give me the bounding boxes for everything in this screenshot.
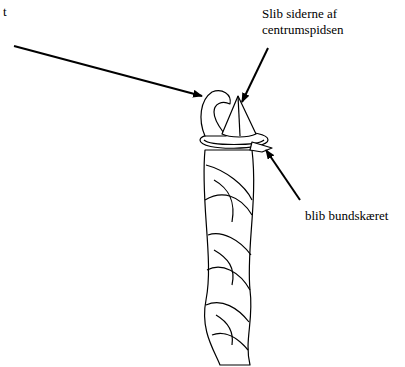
- bottom-cutter: [250, 142, 272, 152]
- cutoff-label: t: [3, 4, 7, 20]
- spiral-flute: [205, 165, 252, 350]
- spiral-flute: [214, 180, 233, 345]
- callout-label: Slib siderne af centrumspidsen: [262, 6, 362, 38]
- center-spur-edge: [238, 96, 240, 136]
- leader-arrow: [14, 46, 202, 96]
- leader-arrow: [242, 48, 268, 102]
- leader-arrow: [266, 150, 300, 200]
- drill-shank: [204, 150, 254, 365]
- callout-label: blib bundskæret: [305, 208, 388, 224]
- center-spur: [222, 96, 256, 137]
